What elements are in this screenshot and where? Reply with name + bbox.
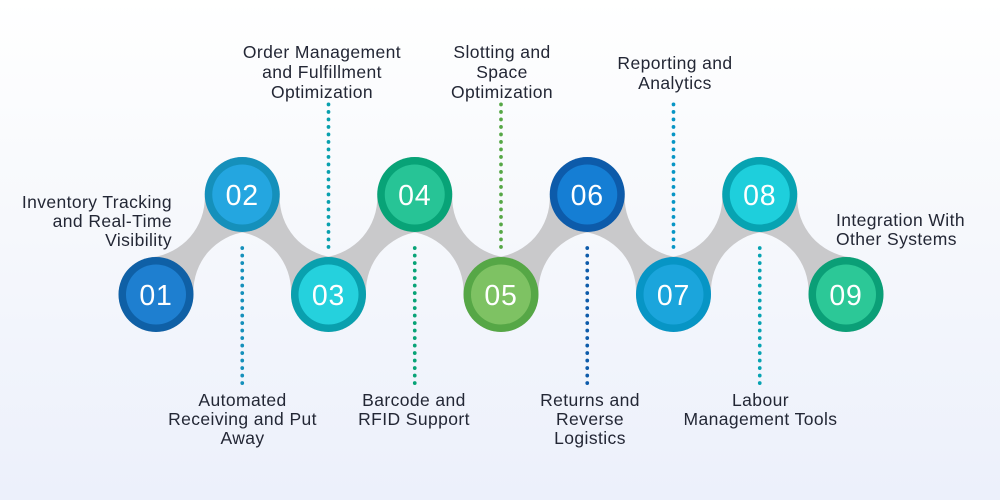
svg-text:08: 08 [743,180,776,212]
svg-text:03: 03 [312,280,345,312]
svg-text:06: 06 [571,180,604,212]
svg-text:05: 05 [484,280,517,312]
svg-text:02: 02 [226,180,259,212]
svg-text:04: 04 [398,180,431,212]
svg-text:01: 01 [139,280,172,312]
svg-text:09: 09 [829,280,862,312]
svg-text:07: 07 [657,280,690,312]
